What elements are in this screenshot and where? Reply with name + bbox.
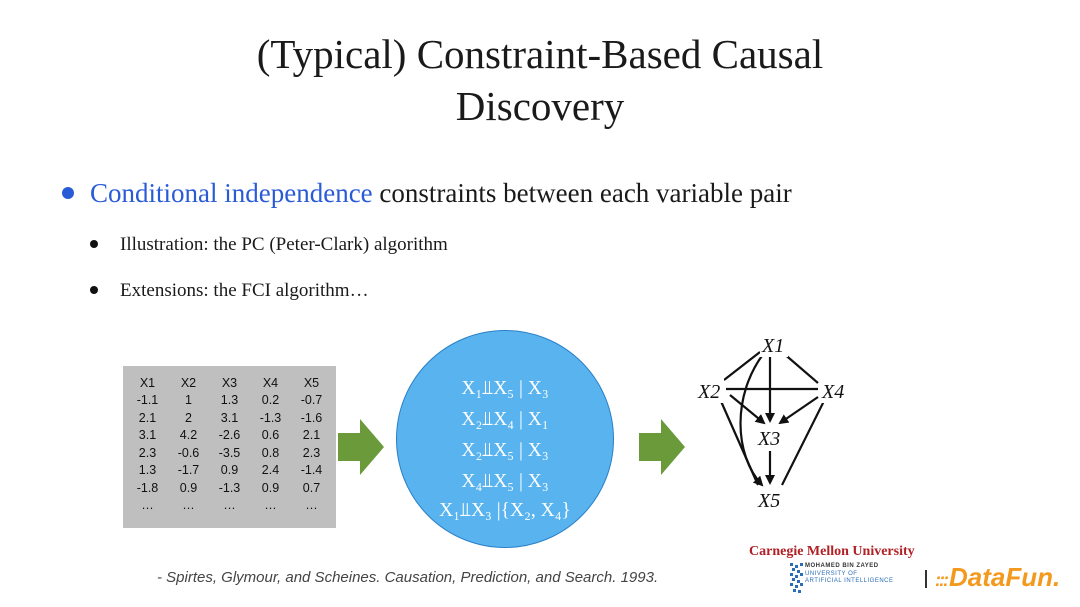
edge-x4-x3 xyxy=(778,396,819,425)
table-cell: 0.8 xyxy=(261,445,280,460)
table-cell: 1.3 xyxy=(220,393,239,408)
edge-x1-x4 xyxy=(781,351,819,384)
table-cell: 0.7 xyxy=(302,480,321,495)
table-cell: -1.4 xyxy=(300,463,323,478)
sub-bullet-dot-icon xyxy=(90,285,98,294)
table-cell: 0.2 xyxy=(261,393,280,408)
table-cell: … xyxy=(182,498,195,513)
sub-bullet-2-text: Extensions: the FCI algorithm… xyxy=(120,280,369,301)
edge-x4-x5 xyxy=(781,400,825,486)
table-row: … … … … … xyxy=(127,497,332,515)
node-x3: X3 xyxy=(757,428,780,450)
edge-x1-x5 xyxy=(739,352,765,487)
table-cell: … xyxy=(223,498,236,513)
main-bullet: Conditional independence constraints bet… xyxy=(62,178,792,209)
table-cell: 1.3 xyxy=(138,463,157,478)
table-header: X4 xyxy=(262,375,279,390)
table-cell: 2.1 xyxy=(138,410,157,425)
table-cell: … xyxy=(141,498,154,513)
table-row: 1.3 -1.7 0.9 2.4 -1.4 xyxy=(127,462,332,480)
table-cell: -1.8 xyxy=(136,480,159,495)
table-cell: -1.1 xyxy=(136,393,159,408)
table-header: X1 xyxy=(139,375,156,390)
table-cell: 0.9 xyxy=(179,480,198,495)
table-cell: 2 xyxy=(185,410,192,425)
logo-divider xyxy=(925,570,927,588)
right-arrow-icon xyxy=(639,419,685,475)
table-cell: -1.3 xyxy=(259,410,282,425)
independence-item: X₂⫫X₄ | X₁ xyxy=(461,409,549,430)
table-cell: 2.1 xyxy=(302,428,321,443)
mbzuai-logo-icon xyxy=(790,563,803,593)
causal-graph: X1 X2 X4 X3 X5 xyxy=(696,331,850,513)
bullet-text: constraints between each variable pair xyxy=(372,178,792,208)
table-cell: -3.5 xyxy=(218,445,241,460)
bullet-dot-icon xyxy=(62,186,74,199)
bullet-highlight: Conditional independence xyxy=(90,178,373,208)
table-cell: -0.7 xyxy=(300,393,323,408)
node-x1: X1 xyxy=(761,335,784,357)
table-cell: 2.3 xyxy=(302,445,321,460)
title-line-1: (Typical) Constraint-Based Causal xyxy=(256,31,824,77)
node-x2: X2 xyxy=(697,381,720,403)
right-arrow-icon xyxy=(338,419,384,475)
table-cell: 2.4 xyxy=(261,463,280,478)
datafun-logo: :::DataFun. xyxy=(935,562,1061,592)
table-cell: 2.3 xyxy=(138,445,157,460)
sub-bullet-2: Extensions: the FCI algorithm… xyxy=(90,280,369,302)
table-row: 2.3 -0.6 -3.5 0.8 2.3 xyxy=(127,444,332,462)
independence-item: X₂⫫X₅ | X₃ xyxy=(461,440,549,461)
datafun-dots-icon: ::: xyxy=(935,570,949,590)
node-x4: X4 xyxy=(821,381,844,403)
table-row: -1.8 0.9 -1.3 0.9 0.7 xyxy=(127,479,332,497)
table-cell: -1.7 xyxy=(177,463,200,478)
table-cell: -2.6 xyxy=(218,428,241,443)
table-row: 3.1 4.2 -2.6 0.6 2.1 xyxy=(127,427,332,445)
table-cell: 1 xyxy=(185,393,192,408)
table-row: -1.1 1 1.3 0.2 -0.7 xyxy=(127,392,332,410)
mbzuai-logo-text: MOHAMED BIN ZAYED UNIVERSITY OF ARTIFICI… xyxy=(805,563,894,584)
table-cell: 0.9 xyxy=(220,463,239,478)
table-header: X2 xyxy=(180,375,197,390)
table-cell: -0.6 xyxy=(177,445,200,460)
table-cell: … xyxy=(305,498,318,513)
sub-bullet-dot-icon xyxy=(90,239,98,248)
independence-item: X₁⫫X₃ |{X₂, X₄} xyxy=(439,500,571,521)
slide-title: (Typical) Constraint-Based Causal Discov… xyxy=(0,28,1080,132)
table-cell: -1.6 xyxy=(300,410,323,425)
data-table: X1 X2 X3 X4 X5 -1.1 1 1.3 0.2 -0.7 2.1 2… xyxy=(127,374,332,514)
node-x5: X5 xyxy=(757,490,780,512)
independence-item: X₁⫫X₅ | X₃ xyxy=(461,378,549,399)
table-cell: 4.2 xyxy=(179,428,198,443)
title-line-2: Discovery xyxy=(455,83,625,129)
independence-circle: X₁⫫X₅ | X₃ X₂⫫X₄ | X₁ X₂⫫X₅ | X₃ X₄⫫X₅ |… xyxy=(396,330,614,548)
table-cell: 3.1 xyxy=(138,428,157,443)
sub-bullet-1: Illustration: the PC (Peter-Clark) algor… xyxy=(90,234,448,256)
table-header: X5 xyxy=(303,375,320,390)
data-table-box: X1 X2 X3 X4 X5 -1.1 1 1.3 0.2 -0.7 2.1 2… xyxy=(123,366,336,528)
table-cell: … xyxy=(264,498,277,513)
table-cell: 0.9 xyxy=(261,480,280,495)
table-cell: 0.6 xyxy=(261,428,280,443)
independence-item: X₄⫫X₅ | X₃ xyxy=(461,471,549,492)
cmu-logo: Carnegie Mellon University xyxy=(749,544,915,559)
table-cell: -1.3 xyxy=(218,480,241,495)
table-cell: 3.1 xyxy=(220,410,239,425)
sub-bullet-1-text: Illustration: the PC (Peter-Clark) algor… xyxy=(120,234,448,255)
table-header: X3 xyxy=(221,375,238,390)
table-header-row: X1 X2 X3 X4 X5 xyxy=(127,374,332,392)
edge-x2-x3 xyxy=(729,394,766,425)
reference-citation: - Spirtes, Glymour, and Scheines. Causat… xyxy=(157,569,659,586)
table-row: 2.1 2 3.1 -1.3 -1.6 xyxy=(127,409,332,427)
edge-x1-x2 xyxy=(723,351,761,381)
